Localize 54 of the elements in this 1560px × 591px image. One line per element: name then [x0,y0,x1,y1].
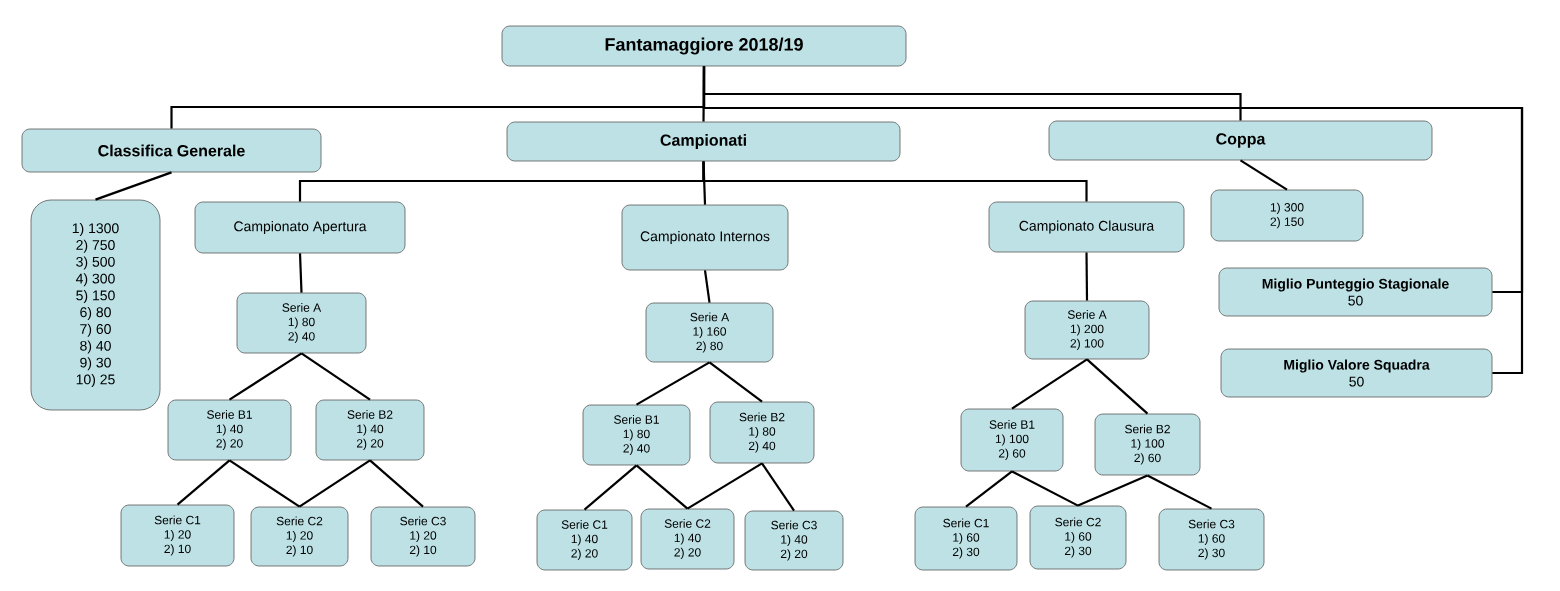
championship-box: Campionato Clausura [988,201,1185,253]
award-box: Miglio Punteggio Stagionale 50 [1218,267,1493,317]
connector-line [1085,252,1089,301]
connector-line [761,462,795,512]
award-box: Miglio Valore Squadra 50 [1220,348,1493,398]
championship-box: Campionato Apertura [194,201,406,254]
connector-line [228,352,303,401]
category-box: Classifica Generale [21,128,322,173]
connector-line [95,171,172,201]
connector-line [369,459,424,508]
connector-line [298,459,371,508]
prize-box: 1) 300 2) 150 [1210,189,1364,242]
connector-line [702,161,1088,202]
series-box: Serie C3 1) 40 2) 20 [744,510,844,571]
category-box: Coppa [1048,120,1433,161]
championship-box: Campionato Internos [621,204,789,271]
series-box: Serie A 1) 80 2) 40 [236,292,367,354]
title-box: Fantamaggiore 2018/19 [501,25,907,67]
series-box: Serie B1 1) 80 2) 40 [582,404,691,466]
series-box: Serie C3 1) 20 2) 10 [370,506,476,567]
connector-line [686,462,763,510]
connector-line [1011,470,1079,507]
connector-line [583,464,638,511]
connector-line [965,470,1013,508]
series-box: Serie C3 1) 60 2) 30 [1158,508,1265,571]
connector-line [1239,159,1288,191]
series-box: Serie B2 1) 80 2) 40 [709,401,815,464]
series-box: Serie C1 1) 40 2) 20 [536,509,633,571]
connector-line [298,253,303,293]
connector-line [176,459,231,506]
connector-line [1077,474,1148,507]
series-box: Serie A 1) 160 2) 80 [645,302,774,363]
series-box: Serie C2 1) 40 2) 20 [640,508,735,570]
connector-line [1086,358,1149,415]
series-box: Serie B1 1) 100 2) 60 [960,408,1064,472]
series-box: Serie C1 1) 60 2) 30 [914,506,1018,571]
connector-line [635,464,689,510]
connector-line [635,361,711,406]
connector-line [228,459,301,508]
series-box: Serie A 1) 200 2) 100 [1024,300,1150,360]
series-box: Serie B2 1) 100 2) 60 [1094,413,1201,476]
series-box: Serie C2 1) 20 2) 10 [250,506,349,567]
connector-line [300,352,371,401]
connector-line [702,66,1524,375]
series-box: Serie C1 1) 20 2) 10 [120,504,235,567]
prize-list-box: 1) 1300 2) 750 3) 500 4) 300 5) 150 6) 80 7) 60 8) 40 9) 30 10) 25 [30,199,161,411]
connector-line [1011,358,1088,410]
series-box: Serie C2 1) 60 2) 30 [1029,505,1127,570]
connector-line [1147,474,1212,510]
series-box: Serie B1 1) 40 2) 20 [167,399,292,461]
connector-line [708,361,763,403]
series-box: Serie B2 1) 40 2) 20 [315,399,425,461]
category-box: Campionati [506,121,901,162]
connector-line [703,270,711,303]
